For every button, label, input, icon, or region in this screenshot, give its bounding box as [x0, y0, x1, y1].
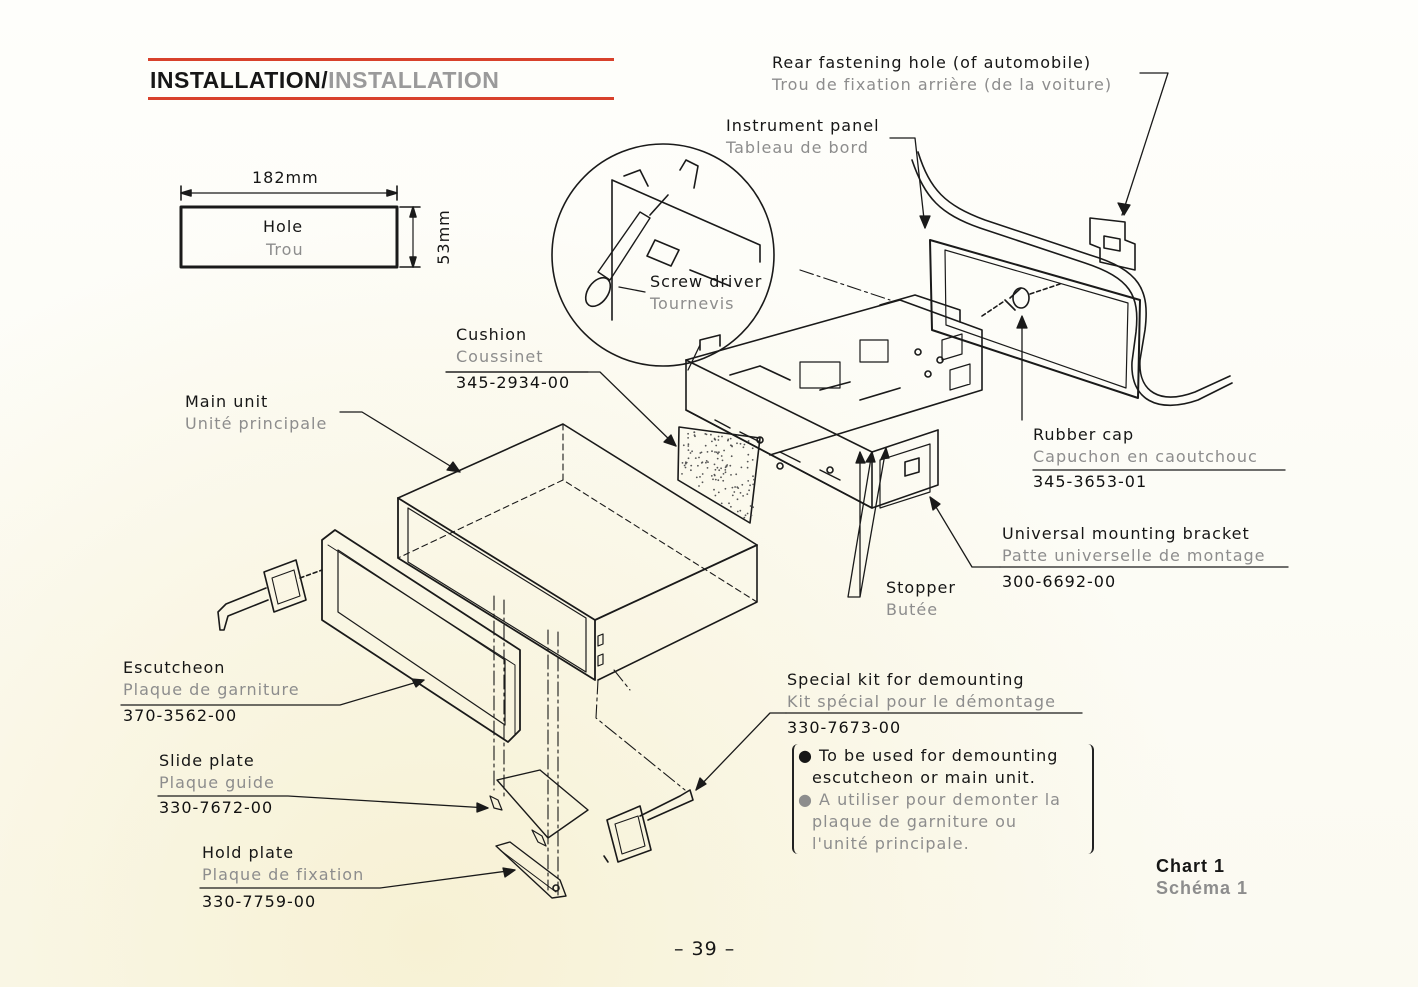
label-mounting-bracket: Universal mounting bracket Patte univers…	[1002, 524, 1266, 591]
hole-height-label: 53mm	[433, 209, 453, 265]
page-title: INSTALLATION/INSTALLATION	[150, 67, 500, 93]
rubber-cap-drawing	[981, 283, 1061, 317]
label-main-unit: Main unit Unité principale	[185, 392, 328, 433]
main-unit-drawing	[397, 423, 758, 681]
note-line-fr-2: plaque de garniture ou	[812, 812, 1018, 831]
hole-label-en: Hole	[263, 217, 304, 236]
label-slide-plate: Slide plate Plaque guide 330-7672-00	[159, 751, 275, 817]
label-special-kit: Special kit for demounting Kit spécial p…	[787, 670, 1056, 737]
cushion-part-number: 345-2934-00	[456, 373, 571, 392]
label-cushion: Cushion Coussinet 345-2934-00	[456, 325, 571, 392]
label-hold-plate: Hold plate Plaque de fixation 330-7759-0…	[202, 843, 365, 911]
hold-plate-drawing	[495, 841, 567, 899]
escutcheon-drawing	[321, 529, 521, 743]
slide-plate-part-number: 330-7672-00	[159, 798, 274, 817]
mounting-bracket-drawing	[685, 294, 983, 509]
chart-caption: Chart 1 Schéma 1	[1156, 856, 1249, 898]
hold-plate-part-number: 330-7759-00	[202, 892, 317, 911]
note-line-en-1: ● To be used for demounting	[798, 746, 1059, 765]
page-number: – 39 –	[674, 938, 736, 960]
hole-label-fr: Trou	[266, 240, 304, 259]
label-screwdriver: Screw driver Tournevis	[650, 272, 763, 313]
title-top-rule	[148, 58, 614, 61]
hole-width-label: 182mm	[252, 168, 319, 187]
assembly-lines	[493, 269, 891, 896]
escutcheon-part-number: 370-3562-00	[123, 706, 238, 725]
title-section: INSTALLATION/INSTALLATION	[148, 58, 614, 100]
label-escutcheon: Escutcheon Plaque de garniture 370-3562-…	[123, 658, 300, 725]
slide-plate-drawing	[489, 769, 589, 847]
label-instrument-panel: Instrument panel Tableau de bord	[726, 116, 880, 157]
left-demount-key-drawing	[217, 559, 323, 631]
label-rubber-cap: Rubber cap Capuchon en caoutchouc 345-36…	[1033, 425, 1258, 491]
label-rules	[445, 371, 589, 373]
title-bottom-rule	[148, 97, 614, 100]
label-rear-fastening-hole: Rear fastening hole (of automobile) Trou…	[772, 53, 1113, 94]
cushion-drawing	[677, 426, 761, 524]
note-line-fr-1: ● A utiliser pour demonter la	[798, 790, 1061, 809]
right-demount-key-drawing	[603, 789, 694, 863]
demounting-note-box	[792, 744, 1094, 854]
note-line-en-2: escutcheon or main unit.	[812, 768, 1036, 787]
rubber-cap-part-number: 345-3653-01	[1033, 472, 1148, 491]
label-stopper: Stopper Butée	[886, 578, 956, 619]
screwdriver-detail-drawing	[551, 143, 775, 367]
hole-dimension-diagram	[179, 185, 421, 269]
note-line-fr-3: l'unité principale.	[812, 834, 970, 853]
special-kit-part-number: 330-7673-00	[787, 718, 902, 737]
bracket-part-number: 300-6692-00	[1002, 572, 1117, 591]
leader-lines	[120, 72, 1289, 889]
